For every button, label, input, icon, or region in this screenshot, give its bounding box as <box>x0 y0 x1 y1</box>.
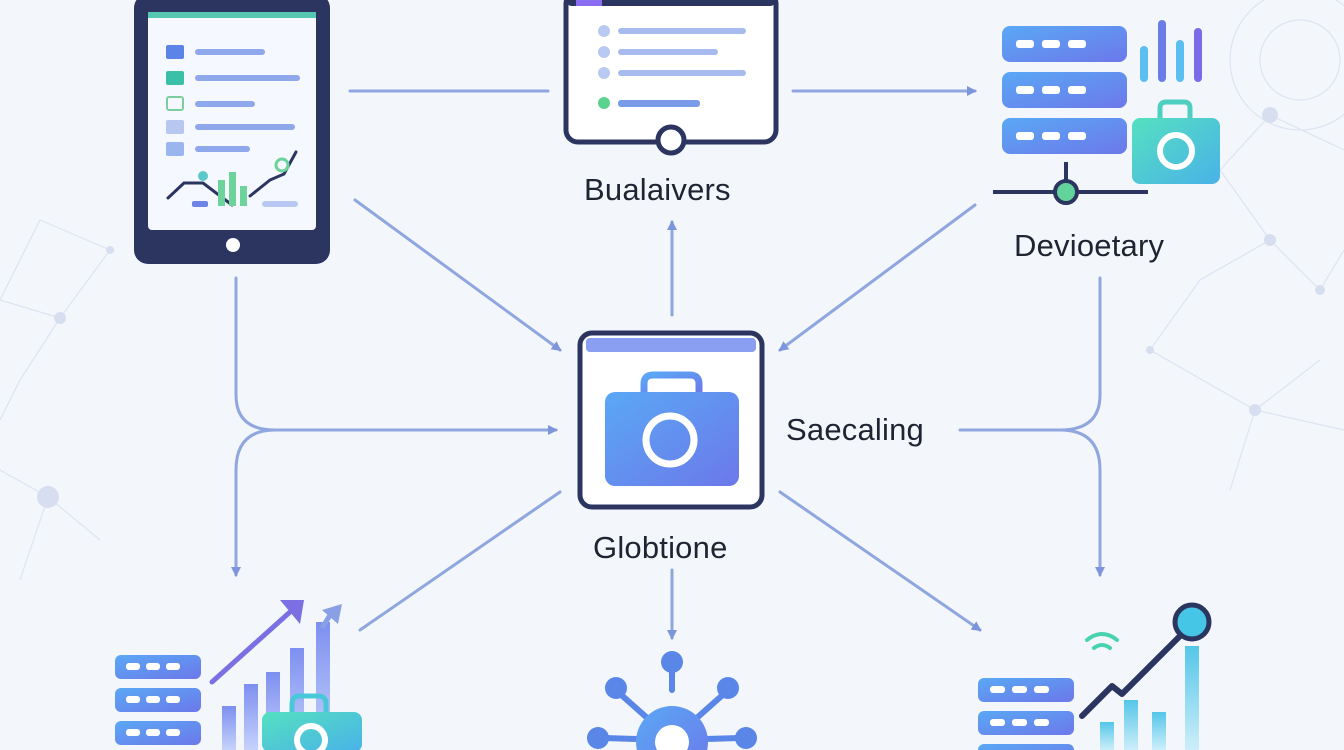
arrow-server-to-center <box>778 203 977 352</box>
connectors <box>231 86 1105 640</box>
network-hub-icon <box>587 651 757 750</box>
arrow-left-trunk-down <box>231 428 277 577</box>
arrow-hub-to-center <box>358 490 562 632</box>
tablet-dashboard-icon <box>134 0 330 264</box>
arrow-tablet-to-center <box>353 198 562 352</box>
server-stack-icon <box>993 20 1220 205</box>
arrow-center-to-analytics <box>778 490 982 632</box>
label-middle-right: Saecaling <box>786 412 924 447</box>
arrow-right-trunk-down <box>1058 428 1105 577</box>
label-top-right: Devioetary <box>1014 228 1165 263</box>
camera-window-icon <box>577 330 765 510</box>
label-center: Globtione <box>593 530 728 565</box>
arrow-left-trunk-to-center <box>234 276 558 435</box>
server-analytics-icon <box>978 602 1212 750</box>
arrow-right-trunk <box>958 276 1102 432</box>
background-nodes <box>37 107 1325 508</box>
label-top-center: Bualaivers <box>584 172 731 207</box>
background-network <box>0 0 1344 581</box>
server-growth-chart-icon <box>115 600 362 750</box>
monitor-list-icon <box>563 0 779 156</box>
